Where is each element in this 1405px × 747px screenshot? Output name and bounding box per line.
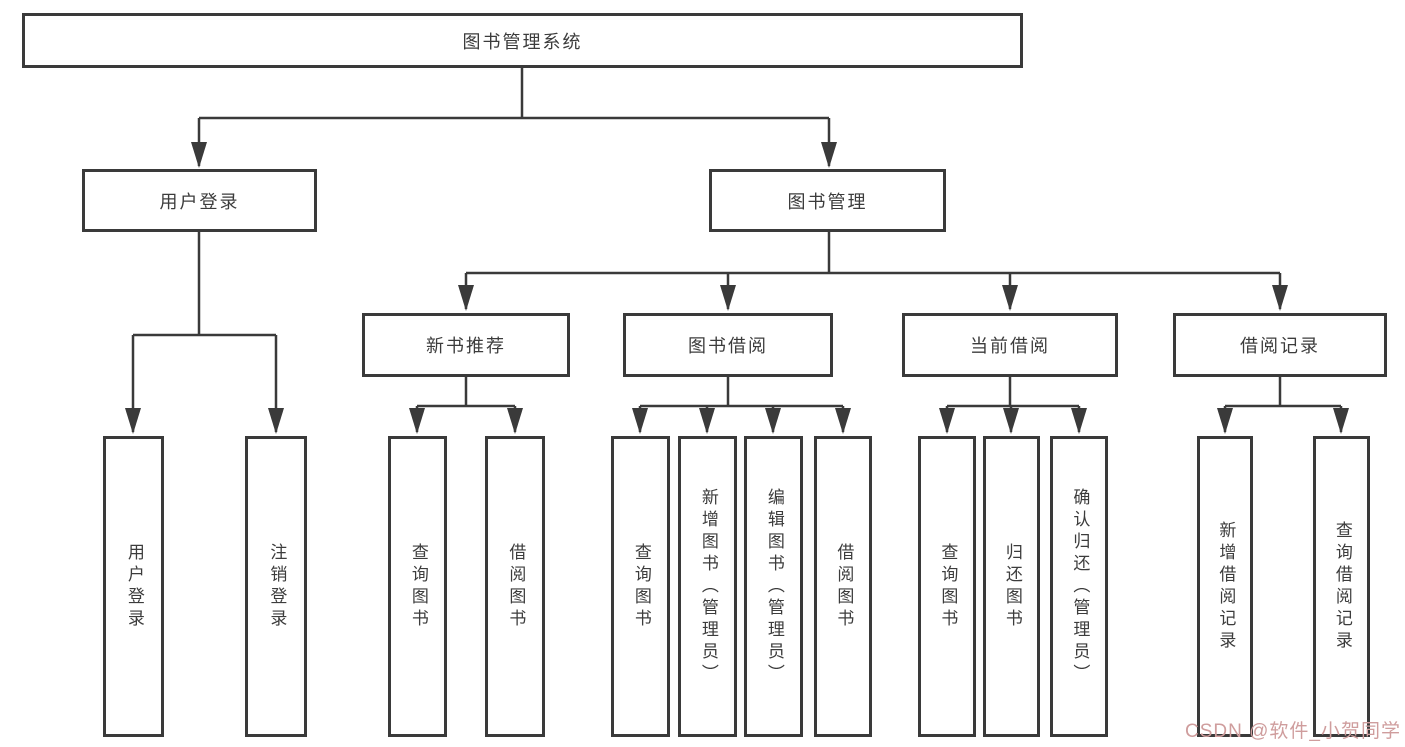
node-book-borrow: 图书借阅 bbox=[623, 313, 833, 377]
node-confirm-return-admin: 确认归还（管理员） bbox=[1050, 436, 1108, 737]
node-return-book: 归还图书 bbox=[983, 436, 1040, 737]
node-borrow-books-2: 借阅图书 bbox=[814, 436, 872, 737]
node-query-books-2: 查询图书 bbox=[611, 436, 670, 737]
node-query-borrow-record: 查询借阅记录 bbox=[1313, 436, 1370, 737]
node-system-root: 图书管理系统 bbox=[22, 13, 1023, 68]
node-add-book-admin: 新增图书（管理员） bbox=[678, 436, 737, 737]
node-current-borrow: 当前借阅 bbox=[902, 313, 1118, 377]
node-query-books-1: 查询图书 bbox=[388, 436, 447, 737]
csdn-watermark: CSDN @软件_小贺同学 bbox=[1185, 721, 1401, 742]
node-query-books-3: 查询图书 bbox=[918, 436, 976, 737]
node-new-book-recommend: 新书推荐 bbox=[362, 313, 570, 377]
node-add-borrow-record: 新增借阅记录 bbox=[1197, 436, 1253, 737]
node-logout: 注销登录 bbox=[245, 436, 307, 737]
node-borrow-records: 借阅记录 bbox=[1173, 313, 1387, 377]
node-book-management: 图书管理 bbox=[709, 169, 946, 232]
node-borrow-books-1: 借阅图书 bbox=[485, 436, 545, 737]
node-user-login-module: 用户登录 bbox=[82, 169, 317, 232]
arrowhead-icons bbox=[125, 142, 1349, 434]
node-user-login: 用户登录 bbox=[103, 436, 164, 737]
node-edit-book-admin: 编辑图书（管理员） bbox=[744, 436, 803, 737]
